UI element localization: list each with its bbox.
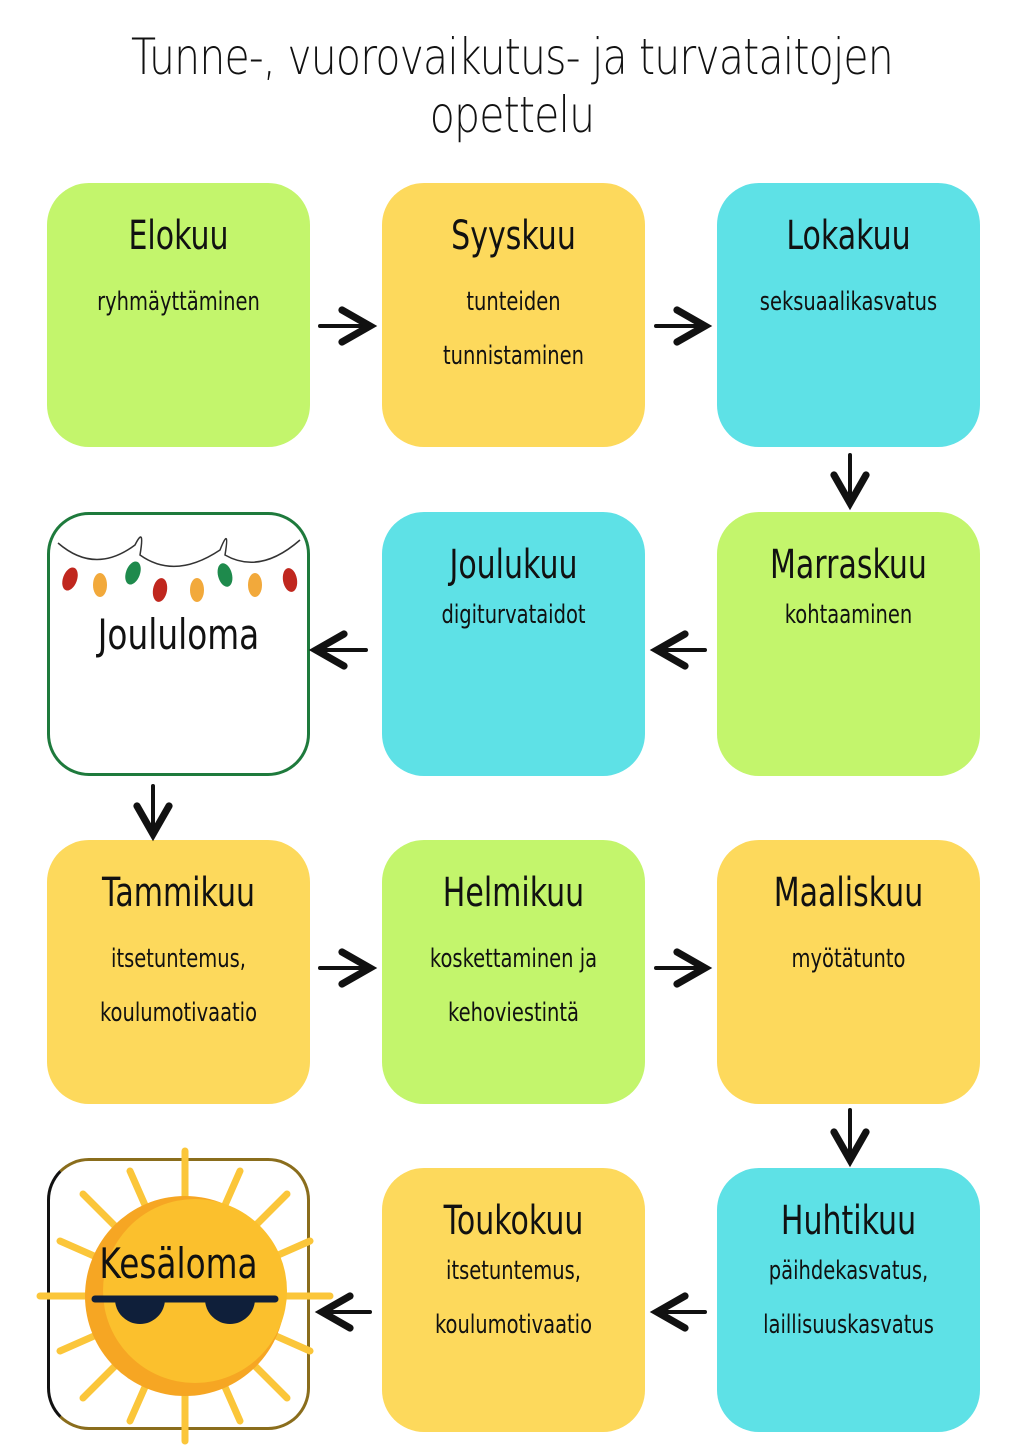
- month-box-elokuu: Elokuu ryhmäyttäminen: [47, 183, 310, 447]
- topic-label: kohtaaminen: [784, 600, 913, 630]
- month-box-huhtikuu: Huhtikuu päihdekasvatus, laillisuuskasva…: [717, 1168, 980, 1432]
- topic-label: ryhmäyttäminen: [97, 287, 260, 317]
- sun-with-sunglasses-icon: [36, 1147, 334, 1445]
- month-label: Syyskuu: [451, 213, 576, 259]
- month-box-toukokuu: Toukokuu itsetuntemus, koulumotivaatio: [382, 1168, 645, 1432]
- month-label: Toukokuu: [443, 1198, 584, 1244]
- month-label: Elokuu: [128, 213, 229, 259]
- christmas-lights-icon: [57, 536, 301, 602]
- month-label: Maaliskuu: [773, 870, 924, 916]
- month-box-lokakuu: Lokakuu seksuaalikasvatus: [717, 183, 980, 447]
- topic-label: digiturvataidot: [441, 600, 586, 630]
- topic-label: laillisuuskasvatus: [763, 1310, 934, 1340]
- month-box-marraskuu: Marraskuu kohtaaminen: [717, 512, 980, 776]
- month-box-syyskuu: Syyskuu tunteiden tunnistaminen: [382, 183, 645, 447]
- holiday-label: Kesäloma: [99, 1239, 258, 1288]
- month-box-tammikuu: Tammikuu itsetuntemus, koulumotivaatio: [47, 840, 310, 1104]
- month-box-maaliskuu: Maaliskuu myötätunto: [717, 840, 980, 1104]
- page-title: Tunne-, vuorovaikutus- ja turvataitojen …: [131, 28, 894, 144]
- month-label: Joulukuu: [449, 542, 578, 588]
- topic-label: itsetuntemus,: [446, 1256, 581, 1286]
- month-box-joululoma: Joululoma: [47, 512, 310, 776]
- topic-label: koskettaminen ja: [429, 944, 598, 974]
- month-box-kesaloma: Kesäloma: [36, 1147, 334, 1445]
- topic-label: seksuaalikasvatus: [759, 287, 938, 317]
- topic-label: koulumotivaatio: [99, 998, 258, 1028]
- topic-label: koulumotivaatio: [434, 1310, 593, 1340]
- topic-label: itsetuntemus,: [111, 944, 246, 974]
- month-label: Huhtikuu: [780, 1198, 917, 1244]
- month-box-joulukuu: Joulukuu digiturvataidot: [382, 512, 645, 776]
- holiday-label: Joululoma: [97, 610, 260, 659]
- topic-label: tunteiden: [466, 287, 561, 317]
- month-label: Helmikuu: [442, 870, 585, 916]
- month-box-helmikuu: Helmikuu koskettaminen ja kehoviestintä: [382, 840, 645, 1104]
- month-label: Tammikuu: [101, 870, 255, 916]
- topic-label: kehoviestintä: [447, 998, 580, 1028]
- topic-label: päihdekasvatus,: [768, 1256, 929, 1286]
- topic-label: tunnistaminen: [442, 341, 585, 371]
- month-label: Lokakuu: [786, 213, 911, 259]
- topic-label: myötätunto: [791, 944, 906, 974]
- month-label: Marraskuu: [770, 542, 927, 588]
